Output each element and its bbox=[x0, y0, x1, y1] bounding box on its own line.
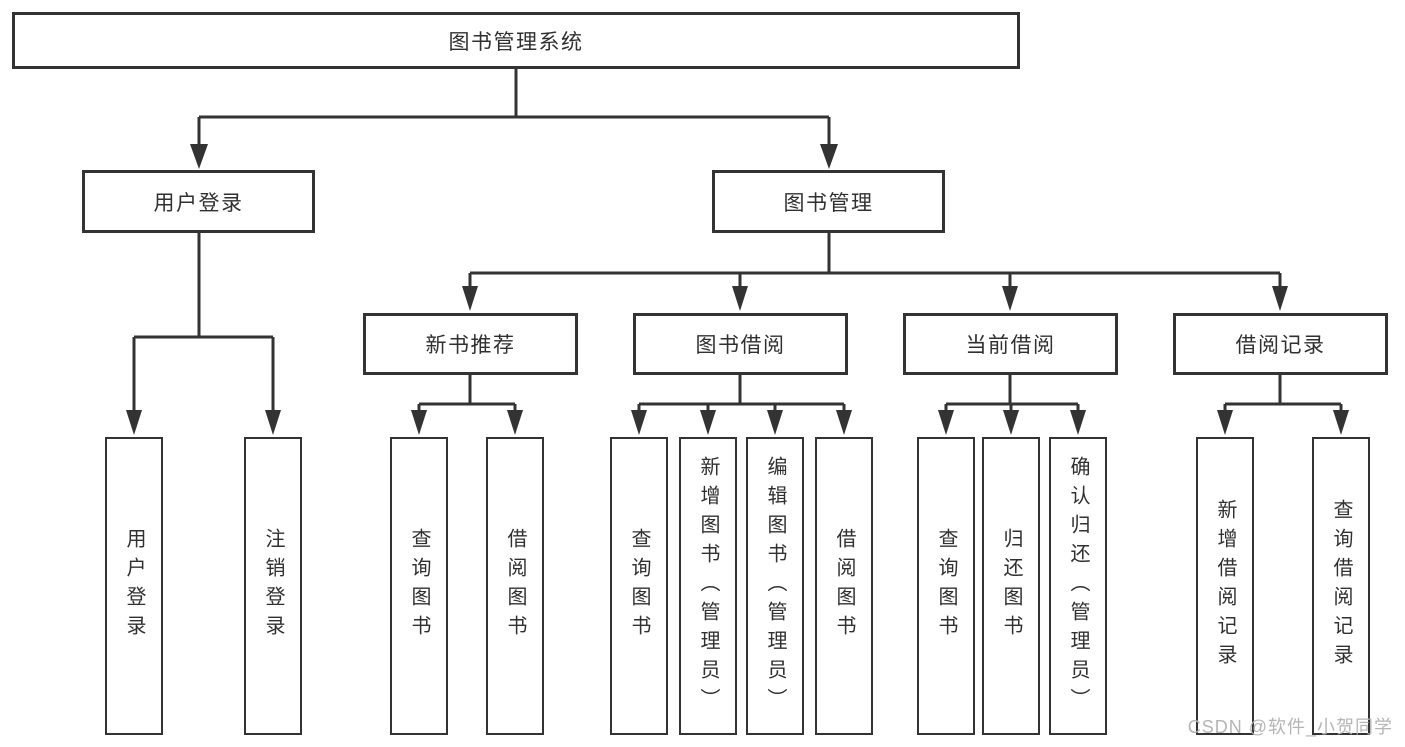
leaf-br-add-record-label: 新增借阅记录 bbox=[1214, 499, 1236, 673]
edge-book-mgmt-to-level3 bbox=[462, 233, 1288, 311]
leaf-bb-edit-book-admin: 编辑图书（管理员） bbox=[746, 437, 804, 735]
node-book-management-label: 图书管理 bbox=[783, 191, 874, 215]
leaf-cb-confirm-return-admin-label: 确认归还（管理员） bbox=[1067, 455, 1089, 717]
arrow-down-icon bbox=[700, 410, 716, 435]
node-book-borrowing-label: 图书借阅 bbox=[695, 334, 786, 357]
node-user-login-label: 用户登录 bbox=[153, 191, 244, 215]
node-book-management: 图书管理 bbox=[712, 170, 945, 233]
arrow-down-icon bbox=[767, 410, 783, 435]
edge-current-borrow-to-leaves bbox=[938, 375, 1086, 435]
leaf-br-query-record-label: 查询借阅记录 bbox=[1330, 499, 1352, 673]
arrow-down-icon bbox=[1217, 410, 1233, 435]
node-current-borrowing: 当前借阅 bbox=[903, 313, 1118, 375]
leaf-bb-edit-book-admin-label: 编辑图书（管理员） bbox=[764, 455, 786, 717]
leaf-cb-query-book-label: 查询图书 bbox=[935, 528, 957, 644]
leaf-user-login: 用户登录 bbox=[105, 437, 163, 735]
leaf-bb-query-book-label: 查询图书 bbox=[628, 528, 650, 644]
arrow-down-icon bbox=[190, 144, 208, 169]
edge-book-borrow-to-leaves bbox=[631, 375, 852, 435]
edge-user-login-to-leaves bbox=[126, 233, 281, 435]
leaf-bb-add-book-admin: 新增图书（管理员） bbox=[679, 437, 737, 735]
leaf-bb-add-book-admin-label: 新增图书（管理员） bbox=[697, 455, 719, 717]
edge-new-book-rec-to-leaves bbox=[411, 375, 523, 435]
leaf-br-query-record: 查询借阅记录 bbox=[1312, 437, 1370, 735]
leaf-logout-label: 注销登录 bbox=[262, 528, 284, 644]
watermark: CSDN @软件_小贺同学 bbox=[1187, 717, 1393, 737]
node-new-book-recommend: 新书推荐 bbox=[363, 313, 578, 375]
edge-borrow-records-to-leaves bbox=[1217, 375, 1349, 435]
leaf-br-add-record: 新增借阅记录 bbox=[1196, 437, 1254, 735]
arrow-down-icon bbox=[1070, 410, 1086, 435]
leaf-rec-borrow-book-label: 借阅图书 bbox=[504, 528, 526, 644]
leaf-cb-return-book: 归还图书 bbox=[982, 437, 1040, 735]
leaf-rec-query-book-label: 查询图书 bbox=[408, 528, 430, 644]
leaf-cb-confirm-return-admin: 确认归还（管理员） bbox=[1049, 437, 1107, 735]
arrow-down-icon bbox=[462, 286, 478, 311]
leaf-bb-borrow-book-label: 借阅图书 bbox=[833, 528, 855, 644]
arrow-down-icon bbox=[126, 410, 142, 435]
arrow-down-icon bbox=[1272, 286, 1288, 311]
arrow-down-icon bbox=[1003, 410, 1019, 435]
leaf-bb-query-book: 查询图书 bbox=[610, 437, 668, 735]
arrow-down-icon bbox=[1333, 410, 1349, 435]
arrow-down-icon bbox=[938, 410, 954, 435]
leaf-rec-query-book: 查询图书 bbox=[390, 437, 448, 735]
leaf-bb-borrow-book: 借阅图书 bbox=[815, 437, 873, 735]
arrow-down-icon bbox=[507, 410, 523, 435]
leaf-cb-return-book-label: 归还图书 bbox=[1000, 528, 1022, 644]
leaf-user-login-label: 用户登录 bbox=[123, 528, 145, 644]
node-new-book-recommend-label: 新书推荐 bbox=[425, 334, 516, 357]
node-book-borrowing: 图书借阅 bbox=[633, 313, 848, 375]
node-root: 图书管理系统 bbox=[12, 12, 1020, 69]
arrow-down-icon bbox=[411, 410, 427, 435]
leaf-logout: 注销登录 bbox=[244, 437, 302, 735]
arrow-down-icon bbox=[1002, 286, 1018, 311]
arrow-down-icon bbox=[265, 410, 281, 435]
edge-root-to-level2 bbox=[190, 69, 838, 169]
leaf-cb-query-book: 查询图书 bbox=[917, 437, 975, 735]
arrow-down-icon bbox=[631, 410, 647, 435]
arrow-down-icon bbox=[732, 286, 748, 311]
node-current-borrowing-label: 当前借阅 bbox=[965, 334, 1056, 357]
arrow-down-icon bbox=[820, 144, 838, 169]
arrow-down-icon bbox=[836, 410, 852, 435]
node-borrowing-records: 借阅记录 bbox=[1173, 313, 1388, 375]
node-borrowing-records-label: 借阅记录 bbox=[1235, 334, 1326, 357]
node-user-login: 用户登录 bbox=[82, 170, 315, 233]
leaf-rec-borrow-book: 借阅图书 bbox=[486, 437, 544, 735]
node-root-label: 图书管理系统 bbox=[448, 30, 584, 54]
